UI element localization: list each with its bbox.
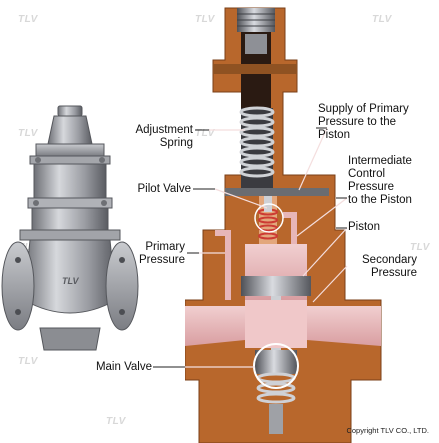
main-valve-highlight <box>253 343 299 389</box>
svg-text:TLV: TLV <box>62 276 79 286</box>
watermark: TLV <box>18 14 38 25</box>
valve-cutaway <box>185 7 382 443</box>
watermark: TLV <box>372 14 392 25</box>
watermark: TLV <box>195 128 215 139</box>
main-valve <box>255 350 297 434</box>
label-main-valve: Main Valve <box>95 361 152 373</box>
watermark: TLV <box>410 242 430 253</box>
label-pilot-valve: Pilot Valve <box>137 183 191 195</box>
watermark: TLV <box>18 128 38 139</box>
watermark: TLV <box>18 242 38 253</box>
adjustment-spring-coils <box>239 106 275 188</box>
copyright-text: Copyright TLV CO., LTD. <box>346 426 429 435</box>
piston <box>241 276 311 296</box>
watermark: TLV <box>18 356 38 367</box>
watermark: TLV <box>106 416 126 427</box>
label-piston: Piston <box>348 221 380 233</box>
pilot-valve-highlight <box>254 203 284 233</box>
valve-photo: TLV <box>1 105 139 351</box>
watermark: TLV <box>195 14 215 25</box>
leader-lines <box>185 127 348 368</box>
